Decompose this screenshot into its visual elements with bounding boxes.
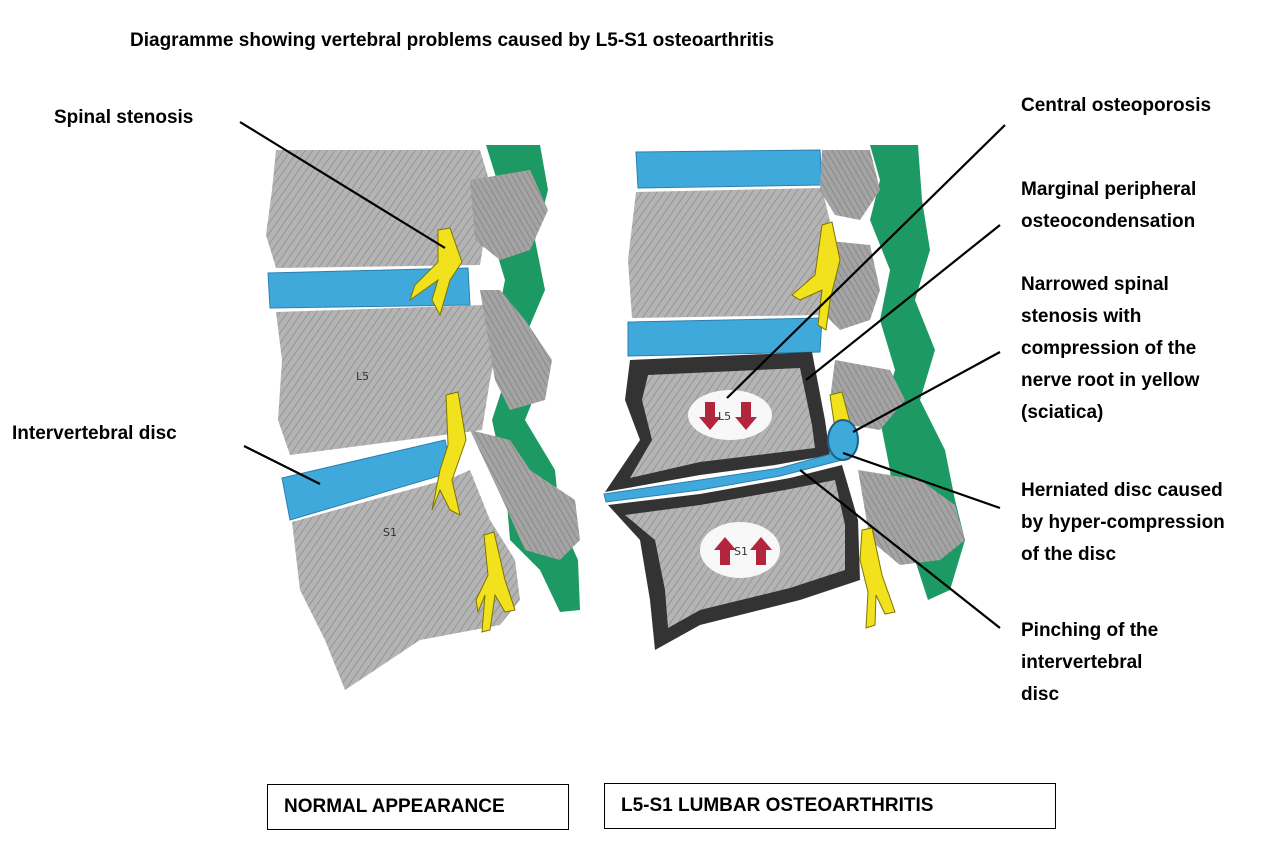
leader-lines	[239, 121, 1006, 629]
oa-l4-vertebra	[628, 188, 832, 318]
normal-disc-upper	[267, 267, 471, 309]
leader-marginal	[805, 224, 1001, 381]
leader-intervertebral-disc	[243, 445, 321, 485]
leader-spinal-stenosis	[239, 121, 446, 249]
oa-disc-middle	[627, 317, 823, 357]
normal-l5-label: L5	[356, 370, 369, 383]
normal-nerve-middle	[431, 391, 467, 516]
label-central-osteoporosis: Central osteoporosis	[1021, 95, 1212, 116]
leader-narrowed	[852, 351, 1001, 433]
label-spinal-stenosis: Spinal stenosis	[54, 107, 194, 128]
oa-disc-top	[635, 149, 823, 189]
normal-l5-vertebra	[276, 305, 500, 455]
label-marginal-osteocondensation: Marginal peripheral osteocondensation	[1021, 179, 1197, 232]
oa-herniation	[827, 419, 859, 461]
leader-central-osteoporosis	[726, 124, 1006, 399]
normal-spine: L5 S1	[266, 145, 580, 690]
normal-s1-label: S1	[383, 526, 397, 539]
oa-nerve-upper	[791, 221, 841, 331]
leader-herniated	[842, 451, 1001, 510]
oa-l5-label: L5	[718, 410, 731, 423]
normal-l4-vertebra	[266, 150, 492, 268]
box-normal-appearance: NORMAL APPEARANCE	[267, 784, 569, 830]
label-herniated-disc: Herniated disc caused by hyper-compressi…	[1021, 480, 1225, 565]
leader-pinching	[799, 469, 1001, 629]
oa-spine: L5 S1	[603, 145, 965, 650]
normal-s1-vertebra	[292, 470, 520, 690]
oa-s1-label: S1	[734, 545, 748, 558]
label-narrowed-spinal-stenosis: Narrowed spinal stenosis with compressio…	[1021, 274, 1200, 423]
label-pinching-disc: Pinching of the intervertebral disc	[1021, 620, 1159, 705]
label-intervertebral-disc: Intervertebral disc	[12, 423, 177, 444]
oa-nerve-lower	[859, 527, 896, 629]
oa-s1-compression-arrows	[714, 537, 772, 565]
box-lumbar-osteoarthritis: L5-S1 LUMBAR OSTEOARTHRITIS	[604, 783, 1056, 829]
normal-nerve-upper	[409, 227, 463, 317]
normal-nerve-lower	[475, 531, 516, 633]
oa-l5-compression-arrows	[699, 402, 757, 430]
diagram-title: Diagramme showing vertebral problems cau…	[130, 30, 775, 51]
